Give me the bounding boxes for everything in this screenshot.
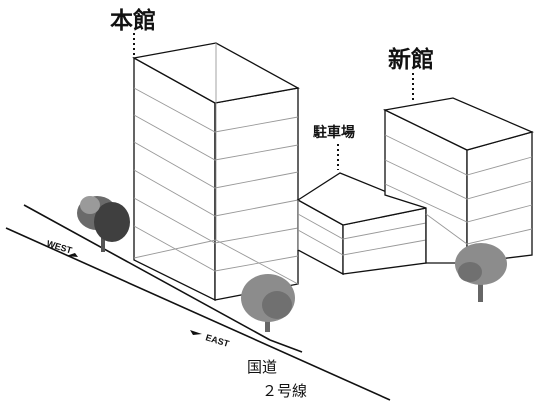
main-building-floor-lines [133,43,299,285]
national-route-2-road [5,204,391,401]
tree-left [77,196,130,252]
new-building-floor-lines [384,134,533,245]
road-curb-north [269,339,303,353]
east-arrow-icon [190,330,202,335]
main-building-label: 本館 [110,7,156,34]
tree-right-trunk [478,268,483,302]
new-building [382,97,534,264]
tree-center-crown-shadow [262,291,292,319]
tree-center [241,274,295,332]
main-building-right-face [214,87,299,301]
tree-left-crown-highlight [80,196,100,214]
west-label: WEST [45,238,73,255]
parking-building [296,172,429,276]
east-label: EAST [204,332,230,349]
new-building-roof [382,97,534,151]
road-name-line1: 国道 [247,358,277,376]
tree-right-crown-shadow [458,262,482,282]
new-building-label: 新館 [388,46,434,73]
road-name-line2: ２号線 [262,382,307,400]
tree-left-crown-front [94,202,130,242]
road-edge-south [5,227,391,401]
tree-right [455,243,507,302]
road-name-label: 国道 ２号線 [247,358,307,400]
main-building [132,42,300,302]
road-edge-north [23,204,271,341]
parking-label: 駐車場 [313,124,355,141]
direction-west: WEST [45,238,78,257]
direction-east: EAST [190,330,231,349]
west-arrow-icon [66,253,78,257]
parking-floor-lines [297,200,427,256]
